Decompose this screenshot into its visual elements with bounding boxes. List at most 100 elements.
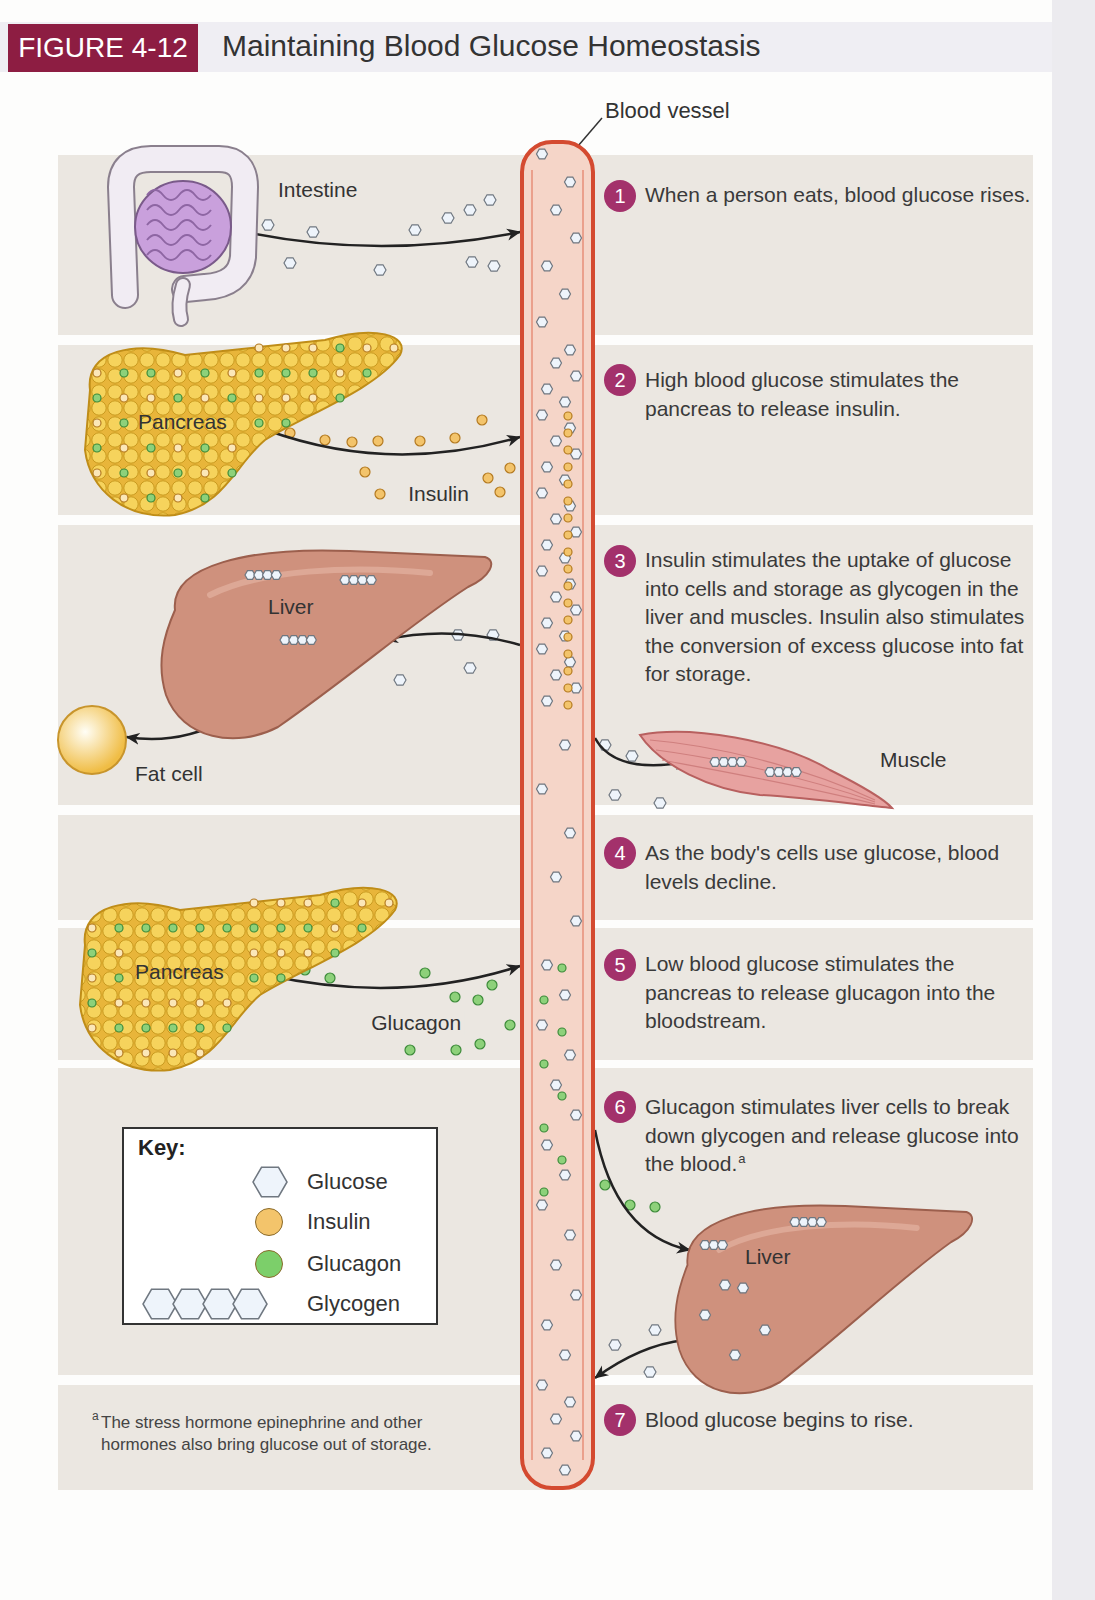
- insulin-granule: [120, 494, 128, 502]
- organ-illustration: [520, 140, 595, 1490]
- figure-title: Maintaining Blood Glucose Homeostasis: [222, 29, 761, 63]
- glucose-molecule: [560, 1170, 571, 1180]
- glucose-molecule: [537, 410, 548, 420]
- glucagon-molecule: [558, 1028, 566, 1036]
- step-text: As the body's cells use glucose, blood l…: [645, 841, 999, 893]
- glucagon-molecule: [147, 369, 155, 377]
- glucose-molecule: [464, 205, 476, 215]
- glucagon-molecule: [451, 1045, 461, 1055]
- glucose-molecule: [738, 1283, 749, 1293]
- glucagon-molecule: [93, 444, 101, 452]
- intestine-coil: [147, 205, 211, 215]
- glucagon-molecule: [115, 924, 123, 932]
- legend-text: Insulin: [307, 1209, 371, 1235]
- glucagon-molecule: [223, 1024, 231, 1032]
- glucagon-molecule: [201, 494, 209, 502]
- insulin-molecule: [564, 446, 572, 454]
- insulin-granule: [255, 394, 263, 402]
- insulin-molecule: [360, 467, 370, 477]
- muscle-fiber: [656, 750, 875, 802]
- insulin-granule: [282, 344, 290, 352]
- glucose-molecule: [442, 213, 454, 223]
- glucose-molecule: [551, 436, 562, 446]
- glucose-molecule: [464, 663, 476, 673]
- glucagon-molecule: [115, 974, 123, 982]
- flow-arrow: [595, 1130, 690, 1250]
- glucose-molecule: [542, 618, 553, 628]
- organ-label: Liver: [268, 595, 314, 619]
- legend-swatch: [255, 1250, 283, 1278]
- glucagon-molecule: [250, 974, 258, 982]
- insulin-molecule: [505, 463, 515, 473]
- glucagon-molecule: [282, 419, 290, 427]
- organ-illustration: [150, 535, 500, 745]
- glucose-molecule: [306, 636, 316, 645]
- glucagon-molecule: [336, 394, 344, 402]
- insulin-granule: [331, 924, 339, 932]
- pancreas-shape: [85, 333, 402, 516]
- glycogen-swatch: [203, 1289, 237, 1318]
- insulin-granule: [250, 899, 258, 907]
- glucagon-molecule: [169, 1024, 177, 1032]
- insulin-molecule: [495, 487, 505, 497]
- vessel-wall: [522, 142, 593, 1488]
- callout-number: 4: [604, 837, 636, 869]
- legend-swatch: [255, 1208, 283, 1236]
- insulin-molecule: [564, 633, 572, 641]
- step-text-block: Low blood glucose stimulates the pancrea…: [645, 950, 1037, 1036]
- insulin-granule: [174, 444, 182, 452]
- glucose-molecule: [551, 592, 562, 602]
- glucose-molecule: [394, 675, 406, 685]
- glucose-molecule: [542, 1320, 553, 1330]
- glucagon-molecule: [174, 394, 182, 402]
- insulin-granule: [390, 344, 398, 352]
- glucose-molecule: [542, 696, 553, 706]
- glucagon-molecule: [450, 992, 460, 1002]
- glucagon-molecule: [88, 949, 96, 957]
- callout-number: 1: [604, 180, 636, 212]
- glucose-molecule: [537, 1380, 548, 1390]
- footnote-marker: a: [92, 1409, 99, 1423]
- vessel-inner-line: [531, 170, 533, 1460]
- glucagon-molecule: [475, 1039, 485, 1049]
- insulin-granule: [282, 394, 290, 402]
- muscle-fiber: [662, 760, 875, 804]
- insulin-granule: [142, 1049, 150, 1057]
- glucose-molecule: [537, 317, 548, 327]
- glucagon-molecule: [120, 419, 128, 427]
- rectum: [179, 285, 183, 319]
- glucose-molecule: [565, 1397, 576, 1407]
- glucose-molecule: [571, 605, 582, 615]
- glucagon-molecule: [540, 1188, 548, 1196]
- glucose-molecule: [542, 261, 553, 271]
- large-intestine: [121, 159, 245, 295]
- glucagon-molecule: [282, 369, 290, 377]
- legend-box: Key:GlucoseInsulinGlucagonGlycogen: [122, 1127, 438, 1325]
- glucose-molecule: [537, 566, 548, 576]
- insulin-granule: [115, 1049, 123, 1057]
- glycogen-swatch: [233, 1289, 267, 1318]
- insulin-granule: [277, 899, 285, 907]
- step-text-block: Blood glucose begins to rise.: [645, 1406, 1037, 1435]
- glucose-molecule: [720, 1280, 731, 1290]
- glucagon-molecule: [174, 469, 182, 477]
- callout-number: 7: [604, 1404, 636, 1436]
- glucagon-molecule: [223, 924, 231, 932]
- step-text-block: Insulin stimulates the uptake of glucose…: [645, 546, 1037, 689]
- insulin-molecule: [564, 412, 572, 420]
- glucose-molecule: [542, 462, 553, 472]
- glucagon-molecule: [147, 444, 155, 452]
- glucagon-molecule: [331, 949, 339, 957]
- glucose-molecule: [484, 195, 496, 205]
- insulin-granule: [228, 444, 236, 452]
- glucose-molecule: [649, 1325, 661, 1335]
- glucose-molecule: [565, 1230, 576, 1240]
- insulin-granule: [228, 369, 236, 377]
- glucose-molecule: [542, 384, 553, 394]
- liver-shape: [161, 550, 491, 738]
- insulin-granule: [169, 999, 177, 1007]
- insulin-granule: [223, 999, 231, 1007]
- insulin-granule: [385, 899, 393, 907]
- glycogen-swatch: [173, 1289, 207, 1318]
- glucose-molecule: [560, 1465, 571, 1475]
